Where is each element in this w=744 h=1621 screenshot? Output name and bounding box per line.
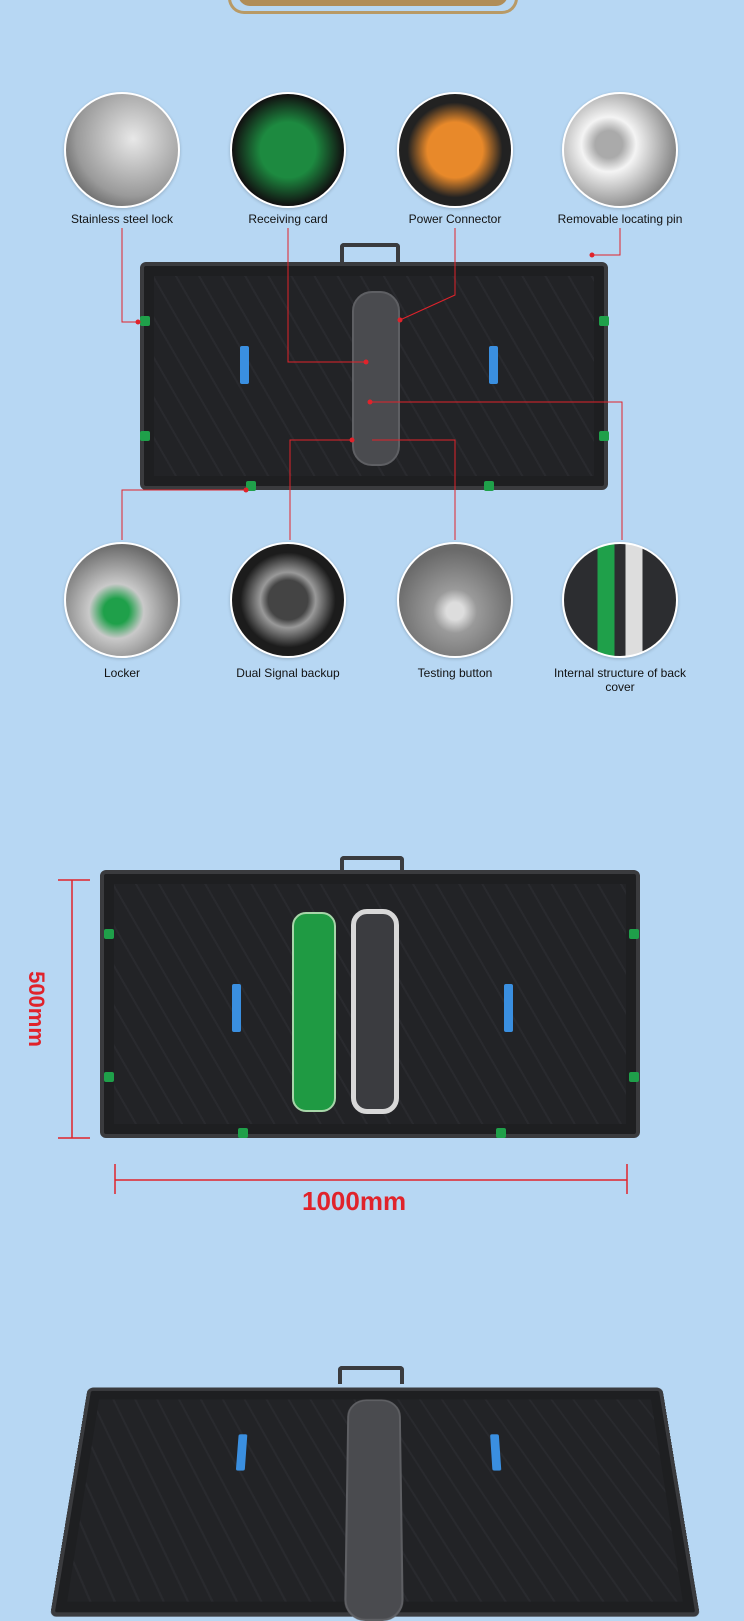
led-cabinet-perspective-view (50, 1388, 700, 1617)
top-handle (340, 243, 400, 265)
back-cover-frame (351, 909, 399, 1114)
locker-photo (64, 542, 180, 658)
label-internal-structure: Internal structure of back cover (545, 666, 695, 694)
power-connector-photo (397, 92, 513, 208)
dual-signal-backup-photo (230, 542, 346, 658)
header-banner (238, 0, 508, 6)
label-receiving-card: Receiving card (198, 212, 378, 226)
label-power-connector: Power Connector (365, 212, 545, 226)
led-cabinet-open-view (100, 870, 640, 1138)
stainless-steel-lock-photo (64, 92, 180, 208)
receiving-card-photo (230, 92, 346, 208)
top-handle-3 (338, 1366, 404, 1384)
receiving-card-board (292, 912, 336, 1112)
label-stainless-steel-lock: Stainless steel lock (32, 212, 212, 226)
internal-structure-photo (562, 542, 678, 658)
cabinet-handle (352, 291, 400, 466)
testing-button-photo (397, 542, 513, 658)
locating-pin-photo (562, 92, 678, 208)
label-locker: Locker (32, 666, 212, 680)
height-dimension: 500mm (23, 971, 49, 1047)
label-locating-pin: Removable locating pin (530, 212, 710, 226)
label-testing-button: Testing button (365, 666, 545, 680)
label-dual-signal-backup: Dual Signal backup (198, 666, 378, 680)
led-cabinet-back-view (140, 262, 608, 490)
top-handle-2 (340, 856, 404, 874)
width-dimension: 1000mm (302, 1186, 406, 1217)
